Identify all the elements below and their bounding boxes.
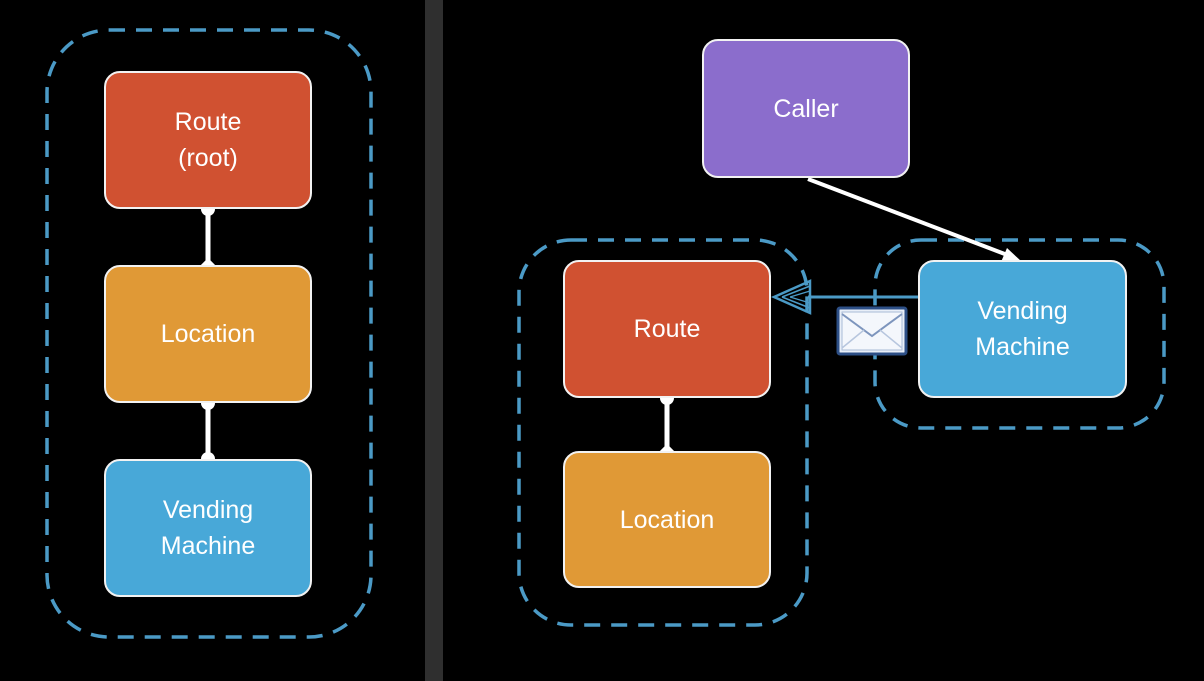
- left-vending-machine-node: Vending Machine: [104, 459, 312, 597]
- left-location-node: Location: [104, 265, 312, 403]
- right-location-node: Location: [563, 451, 771, 588]
- panel-divider: [425, 0, 443, 681]
- right-vending-machine-node: Vending Machine: [918, 260, 1127, 398]
- envelope-icon: [836, 306, 908, 356]
- caller-node: Caller: [702, 39, 910, 178]
- location-vending-connector: [201, 396, 215, 466]
- route-group-boundary: [517, 238, 809, 627]
- left-group-boundary: [45, 28, 373, 639]
- hollow-arrowhead-icon: [770, 279, 812, 315]
- right-route-location-connector: [659, 391, 675, 459]
- right-route-node: Route: [563, 260, 771, 398]
- left-route-node: Route (root): [104, 71, 312, 209]
- caller-to-vending-arrow: [807, 177, 1022, 262]
- route-location-connector: [200, 202, 216, 273]
